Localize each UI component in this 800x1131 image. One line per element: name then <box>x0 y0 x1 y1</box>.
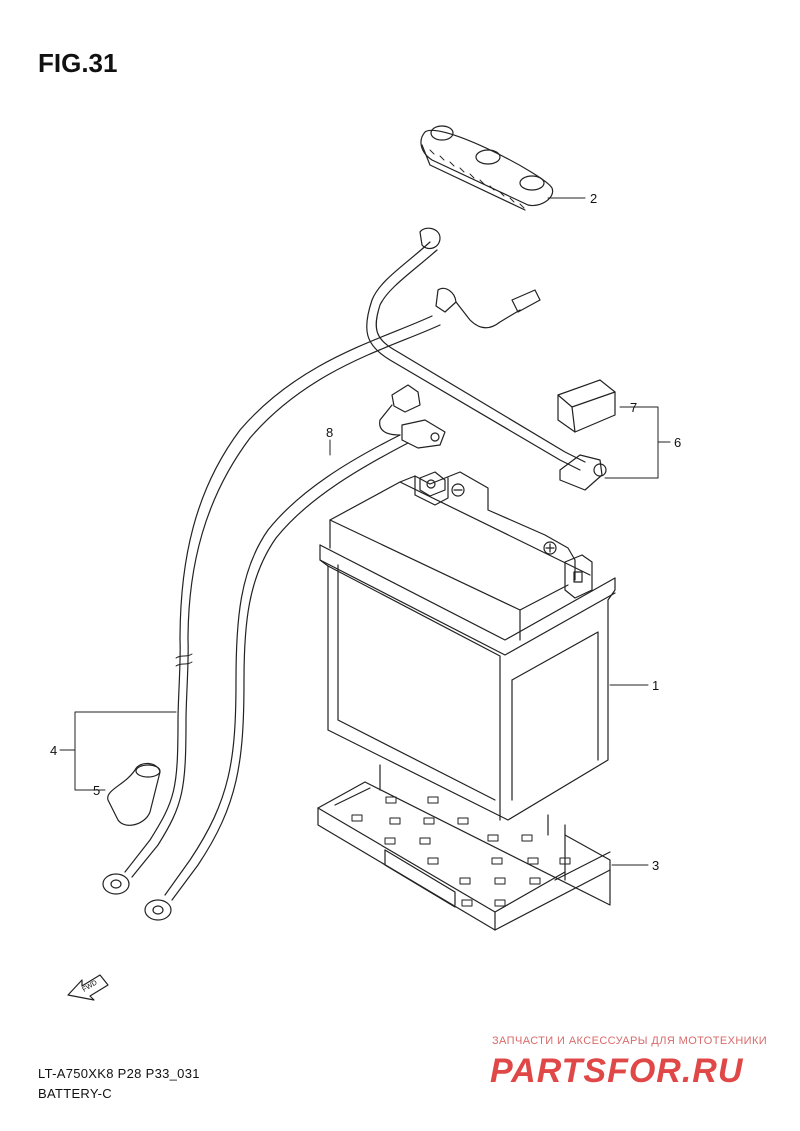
part-3-battery-tray <box>317 764 611 931</box>
callout-8: 8 <box>326 425 334 440</box>
callout-4: 4 <box>50 743 58 758</box>
part-1-battery <box>319 471 616 821</box>
leader-lines <box>59 197 671 866</box>
callout-6: 6 <box>674 435 682 450</box>
part-8-cable <box>144 384 446 921</box>
fwd-arrow-icon: FWD <box>67 974 109 1001</box>
callout-3: 3 <box>652 858 660 873</box>
callout-5: 5 <box>93 783 101 798</box>
footer-model-code: LT-A750XK8 P28 P33_031 <box>38 1066 200 1081</box>
watermark-logo: PARTSFOR.RU <box>490 1052 744 1090</box>
watermark-tagline: ЗАПЧАСТИ И АКСЕССУАРЫ ДЛЯ МОТОТЕХНИКИ <box>492 1035 768 1047</box>
figure-title: FIG.31 <box>38 48 118 78</box>
callout-1: 1 <box>652 678 660 693</box>
callout-2: 2 <box>590 191 598 206</box>
part-7-terminal-cap <box>557 379 616 433</box>
footer-section-name: BATTERY-C <box>38 1086 112 1101</box>
callout-7: 7 <box>630 400 638 415</box>
part-4-battery-cable <box>102 227 607 895</box>
part-2-battery-strap <box>420 125 554 211</box>
part-5-terminal-boot <box>107 762 161 826</box>
